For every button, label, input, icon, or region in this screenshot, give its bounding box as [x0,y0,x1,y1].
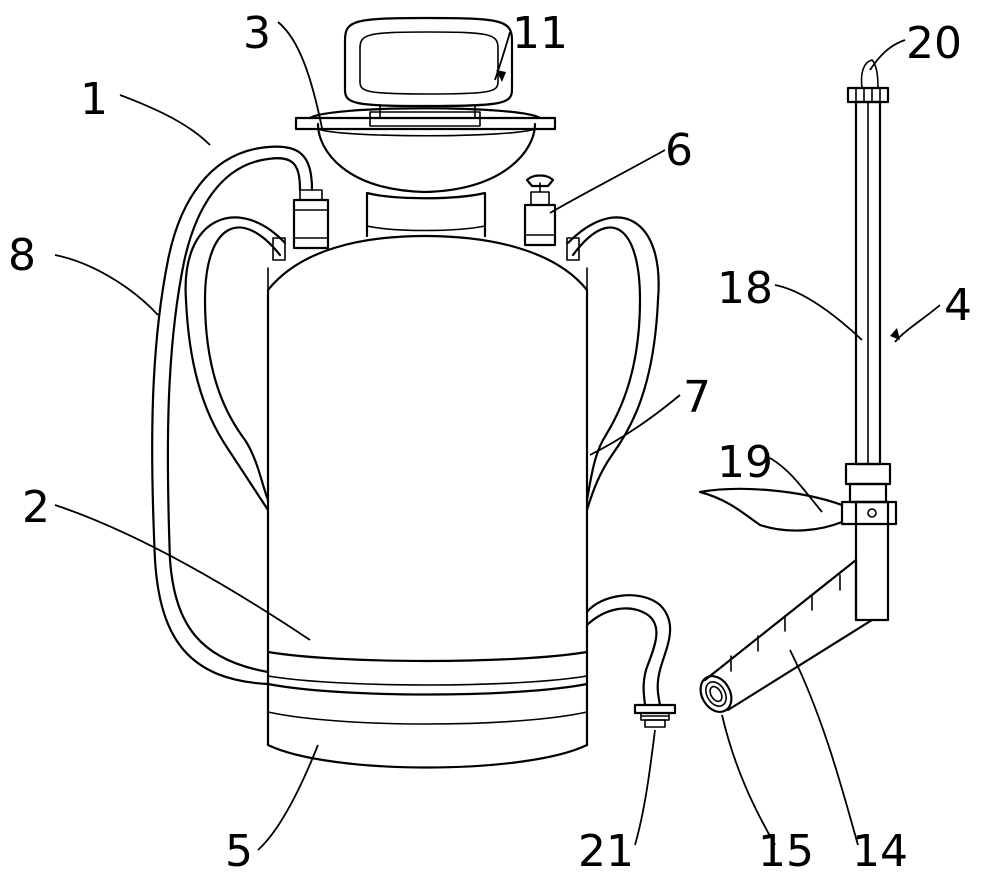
tank-body [268,236,587,768]
top-handle [345,18,512,118]
tank-neck [367,193,485,236]
label-2: 2 [22,482,50,533]
spray-bar-14 [694,560,872,717]
label-5: 5 [225,826,253,873]
hose-8 [152,147,312,684]
leader-lines [55,22,940,850]
funnel-lid [296,108,555,192]
label-21: 21 [578,826,634,873]
label-6: 6 [665,125,693,176]
right-strap [567,217,659,510]
nozzle-21 [635,705,675,727]
label-19: 19 [717,437,773,488]
label-1: 1 [80,74,108,125]
label-20: 20 [906,18,962,69]
label-18: 18 [717,263,773,314]
spray-lance [842,60,896,620]
label-15: 15 [758,826,814,873]
hose-21 [587,595,670,705]
label-14: 14 [852,826,908,873]
label-8: 8 [8,230,36,281]
label-7: 7 [683,372,711,423]
left-fitting [294,190,328,248]
label-11: 11 [512,8,568,59]
label-4: 4 [944,280,972,331]
left-strap [186,217,285,510]
pressure-valve [525,176,555,246]
label-3: 3 [243,8,271,59]
